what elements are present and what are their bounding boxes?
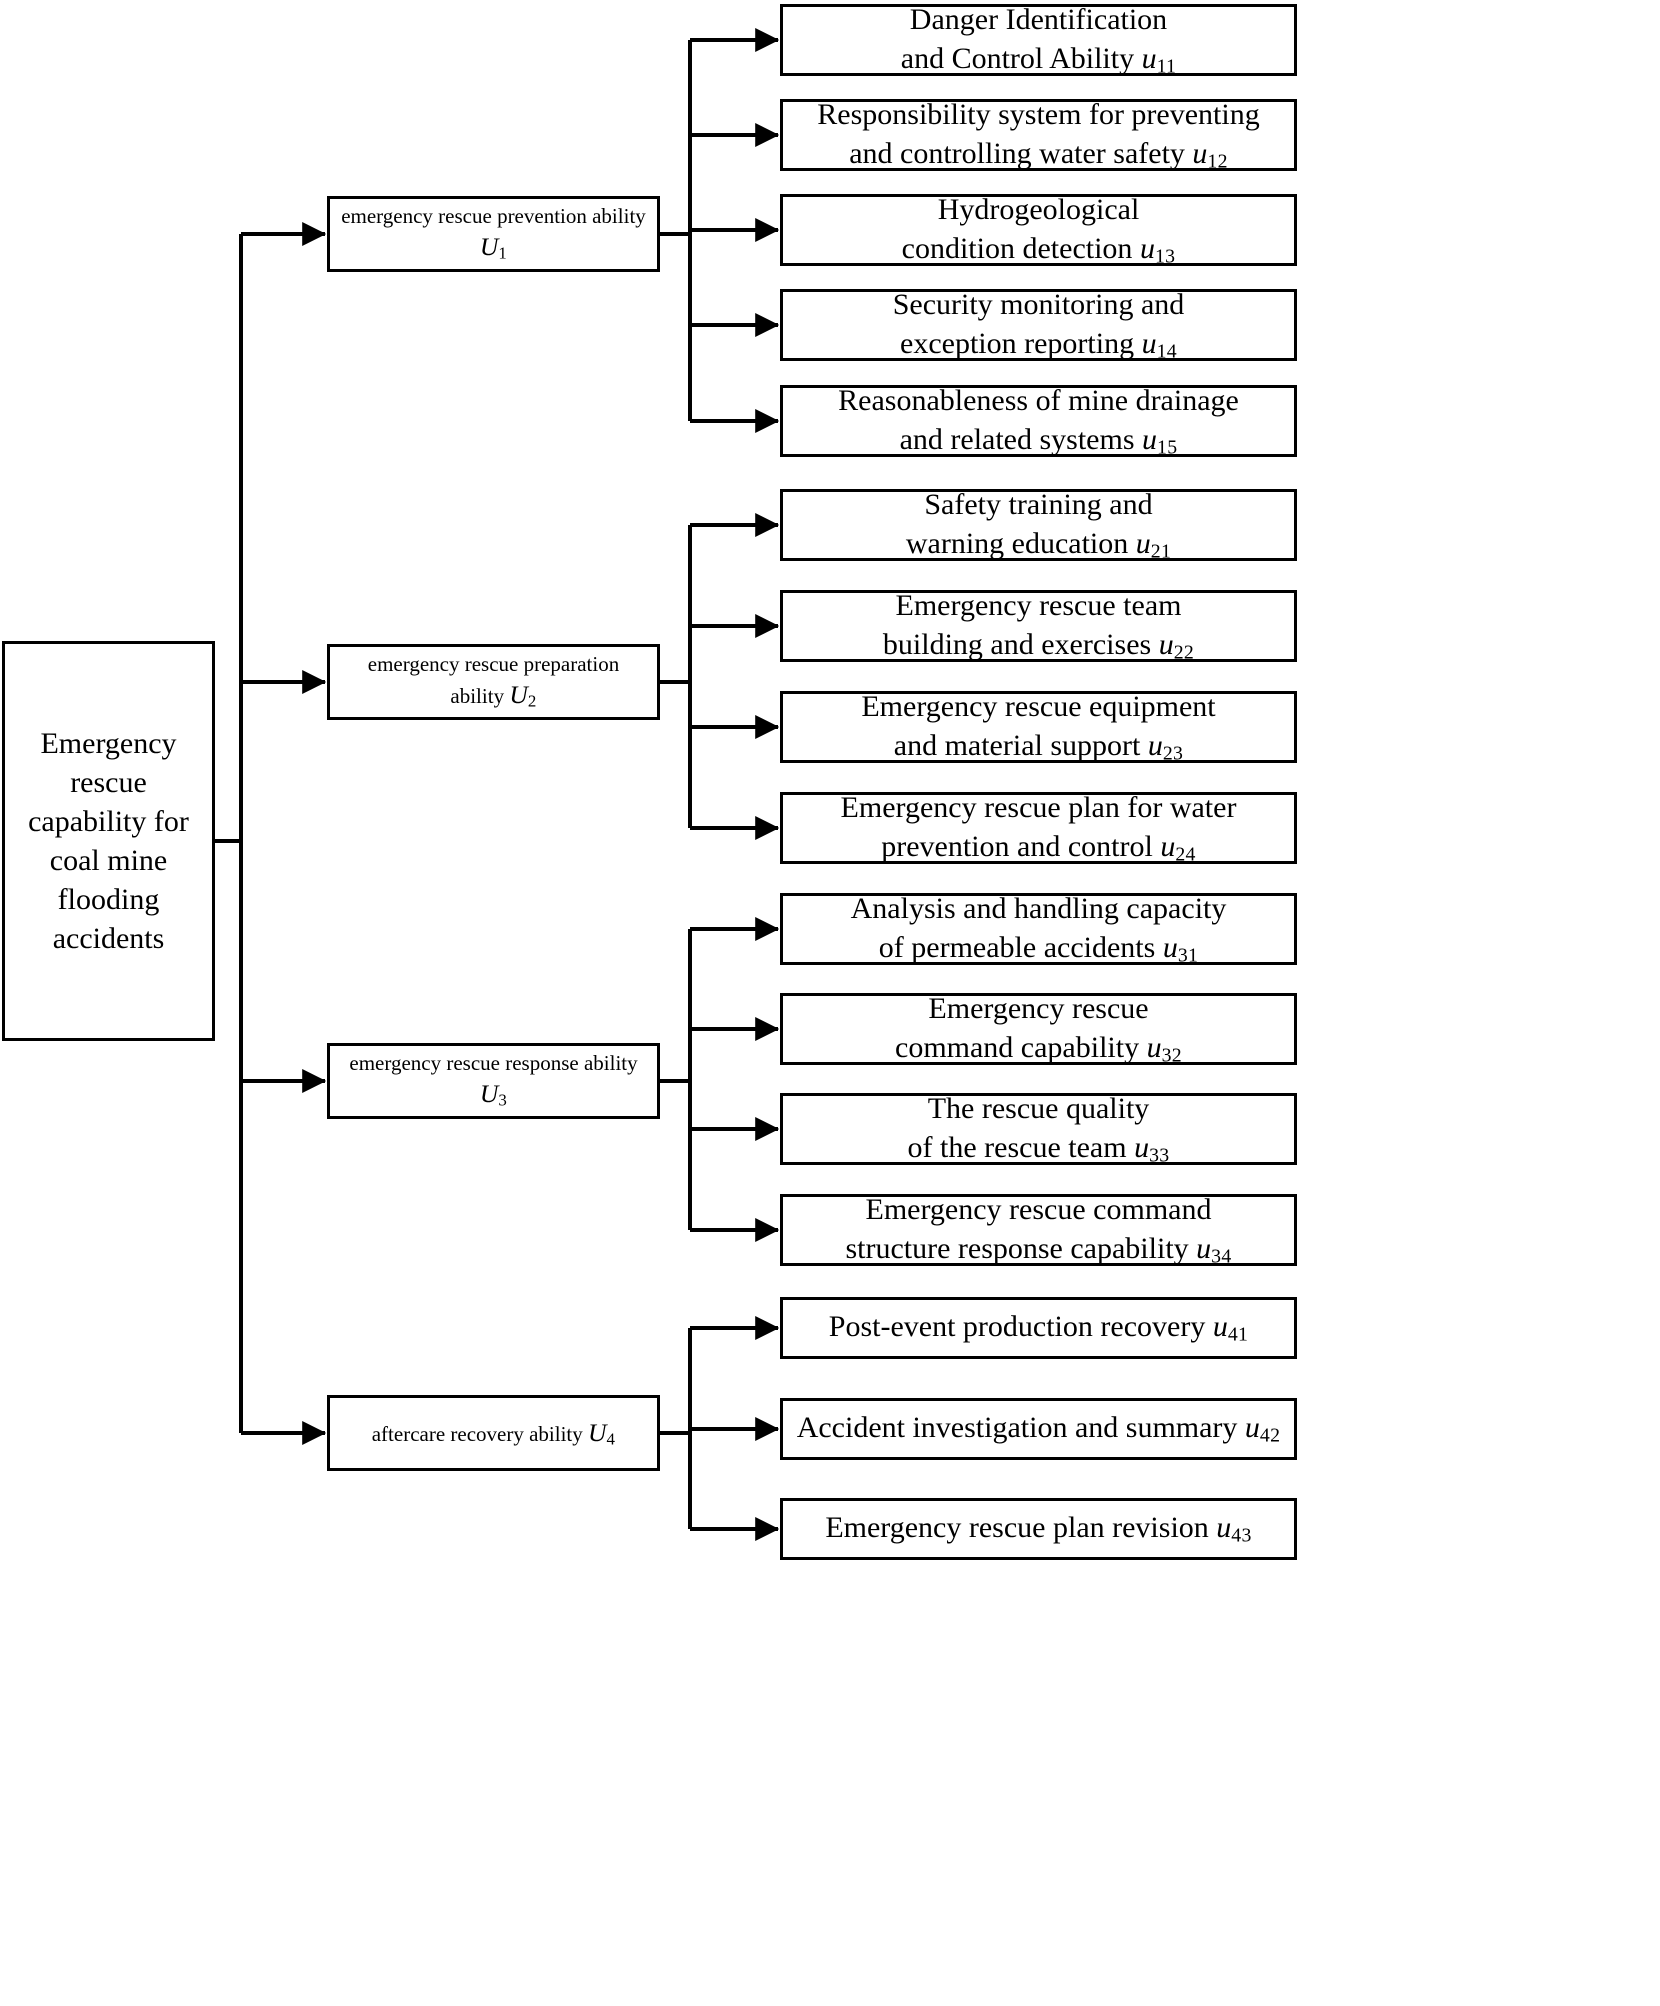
criteria-node-label: aftercare recovery ability U4 — [371, 1417, 616, 1449]
symbol: u41 — [1212, 1310, 1249, 1346]
symbol: u15 — [1142, 422, 1178, 459]
symbol: u33 — [1134, 1130, 1170, 1167]
criteria-node-4[interactable]: aftercare recovery ability U4 — [327, 1395, 660, 1471]
index-node-41[interactable]: Post-event production recovery u41 — [780, 1297, 1297, 1359]
criteria-node-label: emergency rescue prevention ability U1 — [341, 204, 646, 264]
symbol: u24 — [1160, 829, 1196, 866]
symbol: u34 — [1196, 1231, 1232, 1268]
symbol: U1 — [479, 232, 508, 264]
symbol: u21 — [1135, 526, 1172, 563]
criteria-node-label: emergency rescue preparation ability U2 — [367, 652, 620, 712]
symbol: u23 — [1147, 728, 1184, 765]
symbol: u32 — [1146, 1030, 1182, 1067]
symbol: u12 — [1192, 136, 1228, 173]
symbol: u31 — [1162, 930, 1199, 967]
symbol: U2 — [509, 680, 537, 712]
symbol: U4 — [588, 1417, 616, 1449]
index-node-43[interactable]: Emergency rescue plan revision u43 — [780, 1498, 1297, 1560]
criteria-node-label: emergency rescue response ability U3 — [349, 1051, 638, 1111]
index-node-label: Emergency rescue plan revision u43 — [825, 1511, 1252, 1547]
symbol: u14 — [1141, 326, 1177, 363]
criteria-node-3[interactable]: emergency rescue response ability U3 — [327, 1043, 660, 1119]
index-node-label: Post-event production recovery u41 — [828, 1310, 1249, 1346]
root-node-label: Emergency rescue capability for coal min… — [28, 727, 189, 955]
symbol: u13 — [1139, 231, 1176, 268]
index-node-42[interactable]: Accident investigation and summary u42 — [780, 1398, 1297, 1460]
symbol: U3 — [479, 1079, 508, 1111]
root-node[interactable]: Emergency rescue capability for coal min… — [2, 641, 215, 1041]
symbol: u42 — [1244, 1411, 1281, 1447]
criteria-node-1[interactable]: emergency rescue prevention ability U1 — [327, 196, 660, 272]
index-node-label: Accident investigation and summary u42 — [796, 1411, 1281, 1447]
symbol: u22 — [1158, 627, 1195, 664]
symbol: u43 — [1216, 1511, 1252, 1547]
criteria-node-2[interactable]: emergency rescue preparation ability U2 — [327, 644, 660, 720]
symbol: u11 — [1141, 41, 1177, 78]
